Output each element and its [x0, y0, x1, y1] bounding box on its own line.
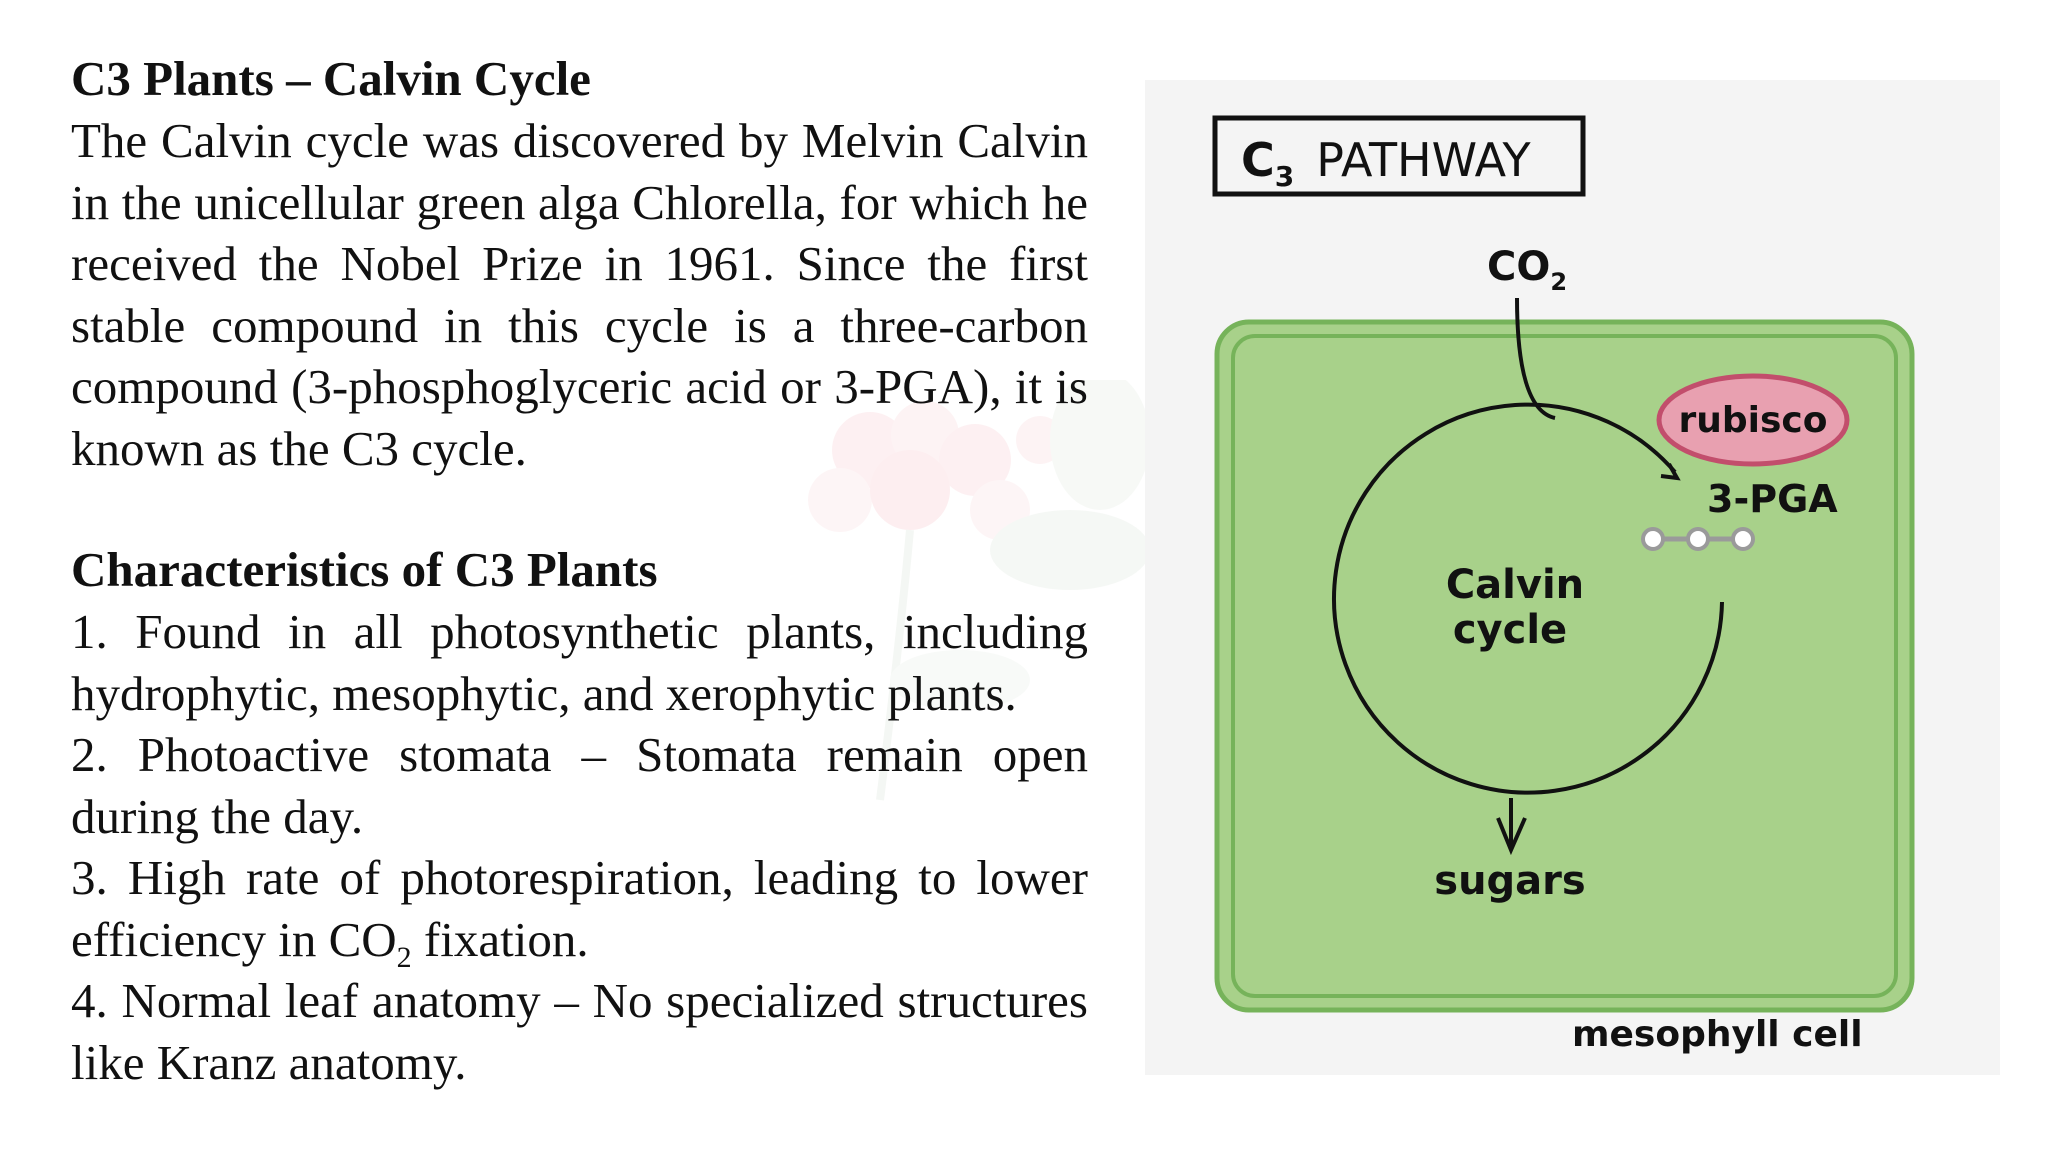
mesophyll-cell-inner: [1231, 334, 1898, 998]
flower-watermark: [808, 380, 1150, 801]
list-item: 4. Normal leaf anatomy – No specialized …: [71, 973, 1088, 1090]
diagram-title-box: [1212, 115, 1586, 197]
pga-arrowhead: [1660, 463, 1681, 481]
co2-label: CO2: [1487, 244, 1567, 296]
mesophyll-cell-label: mesophyll cell: [1572, 1014, 1863, 1055]
rubisco-label: rubisco: [1679, 400, 1828, 441]
list-item: 3. High rate of photorespiration, leadin…: [71, 850, 1088, 974]
sugars-label: sugars: [1434, 858, 1585, 904]
calvin-cycle-label-line2: cycle: [1453, 607, 1567, 653]
pga-label: 3-PGA: [1707, 477, 1838, 521]
list-item: 1. Found in all photosynthetic plants, i…: [71, 604, 1088, 721]
co2-arrow: [1515, 297, 1556, 420]
calvin-cycle-arc: [1332, 402, 1724, 795]
mesophyll-cell-outer: [1214, 319, 1915, 1013]
three-carbon-molecule-icon: [1641, 527, 1755, 551]
slide-title: C3 Plants – Calvin Cycle: [71, 51, 591, 106]
list-item: 2. Photoactive stomata – Stomata remain …: [71, 727, 1088, 844]
intro-paragraph: The Calvin cycle was discovered by Melvi…: [71, 113, 1088, 476]
calvin-cycle-label-line1: Calvin: [1446, 562, 1584, 608]
rubisco-blob: [1656, 373, 1850, 467]
text-column: C3 Plants – Calvin Cycle The Calvin cycl…: [71, 48, 1088, 1093]
characteristics-heading: Characteristics of C3 Plants: [71, 542, 658, 597]
